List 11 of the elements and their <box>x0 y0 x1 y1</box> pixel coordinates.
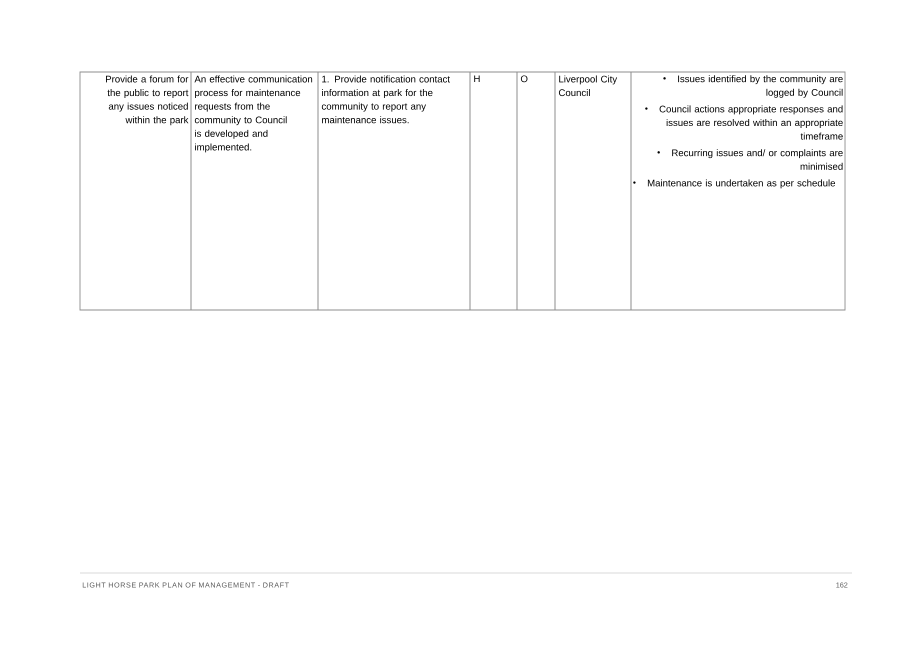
label: Maintenance is undertaken as per schedule <box>648 179 836 188</box>
table-cell: Issues identified by the community are logged by Council Council actions appropriate responses and issues are resolved within an appropriate timeframe Recurring issues and/ or complaints are minimised Maintenance is undertaken as per schedule <box>630 72 846 310</box>
label: Recurring issues and/ or complaints are minimised <box>672 149 843 170</box>
table-cell: O <box>516 72 556 310</box>
table-cell: H <box>470 72 518 310</box>
table-cell: 1. Provide notification contact information at park for the community to report any maintenance issues. <box>318 72 470 310</box>
label: Issues identified by the community are logged by Council <box>678 75 843 98</box>
table-cell: An effective communication process for maintenance requests from the community to Council is developed and implemented. <box>190 72 318 310</box>
table-cell: Liverpool City Council <box>554 72 632 310</box>
label: Council actions appropriate responses and issues are resolved within an appropriate timeframe <box>660 105 843 140</box>
table-cell: Provide a forum for the public to report any issues noticed within the park <box>80 72 192 310</box>
